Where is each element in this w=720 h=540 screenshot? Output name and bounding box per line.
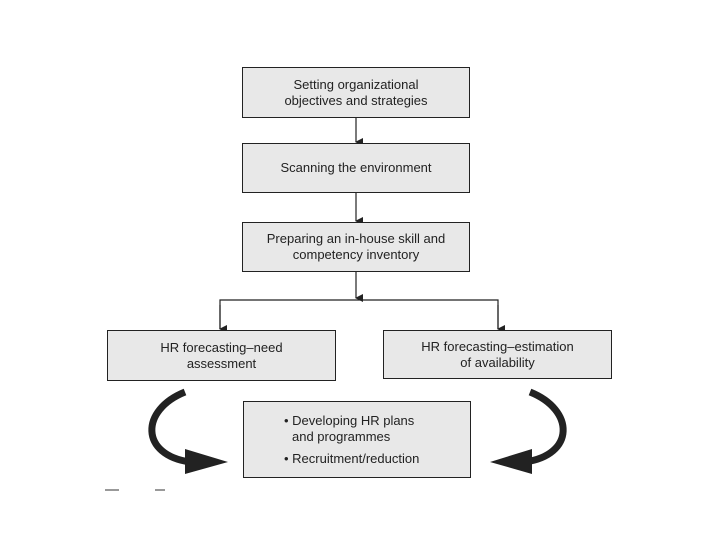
step-label: of availability xyxy=(460,354,535,370)
bullet-recruitment: • Recruitment/reduction xyxy=(284,450,420,466)
step-label: HR forecasting–estimation xyxy=(421,338,574,354)
step-objectives-box: Setting organizational objectives and st… xyxy=(242,67,470,118)
figure-caption-fragment xyxy=(105,489,165,491)
step-label: Setting organizational xyxy=(293,76,419,92)
step-inventory-box: Preparing an in-house skill and competen… xyxy=(242,222,470,272)
hr-plans-box: • Developing HR plans and programmes • R… xyxy=(243,401,471,478)
step-scanning-box: Scanning the environment xyxy=(242,143,470,193)
step-label: competency inventory xyxy=(292,247,420,262)
availability-box: HR forecasting–estimation of availabilit… xyxy=(383,330,612,379)
step-label: HR forecasting–need xyxy=(160,339,283,355)
bullet-plans: • Developing HR plans and programmes xyxy=(284,412,415,444)
step-label: Scanning the environment xyxy=(280,160,432,175)
curved-arrow-right xyxy=(490,388,567,474)
curved-arrow-left xyxy=(148,388,228,474)
branch-line xyxy=(219,299,499,329)
step-label: assessment xyxy=(186,355,257,371)
step-label: objectives and strategies xyxy=(284,92,428,108)
need-assessment-box: HR forecasting–need assessment xyxy=(107,330,336,381)
step-label: Preparing an in-house skill and xyxy=(266,231,446,246)
